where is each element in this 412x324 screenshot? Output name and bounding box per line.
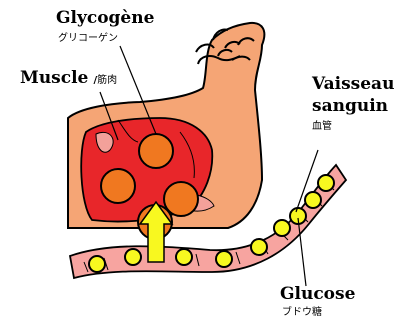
muscle-sublabel: 筋肉	[97, 75, 117, 86]
glucose-molecule	[125, 249, 141, 265]
vessel-label-line1: Vaisseau	[312, 76, 394, 93]
glucose-sublabel: ブドウ糖	[282, 308, 322, 318]
glycogen-granule	[101, 169, 135, 203]
vessel-label-line2: sanguin	[312, 98, 388, 115]
glycogen-label: Glycogène	[56, 10, 154, 27]
muscle-label: Muscle /筋肉	[20, 70, 117, 87]
glucose-molecule	[216, 251, 232, 267]
glycogen-sublabel: グリコーゲン	[58, 34, 118, 44]
glucose-molecule	[305, 192, 321, 208]
glucose-molecule	[318, 175, 334, 191]
glycogen-granule	[139, 134, 173, 168]
glucose-molecule	[274, 220, 290, 236]
glucose-molecule	[176, 249, 192, 265]
muscle-title: Muscle	[20, 68, 88, 88]
glucose-label: Glucose	[280, 286, 355, 303]
glucose-molecule	[89, 256, 105, 272]
vessel-sublabel: 血管	[312, 122, 332, 132]
